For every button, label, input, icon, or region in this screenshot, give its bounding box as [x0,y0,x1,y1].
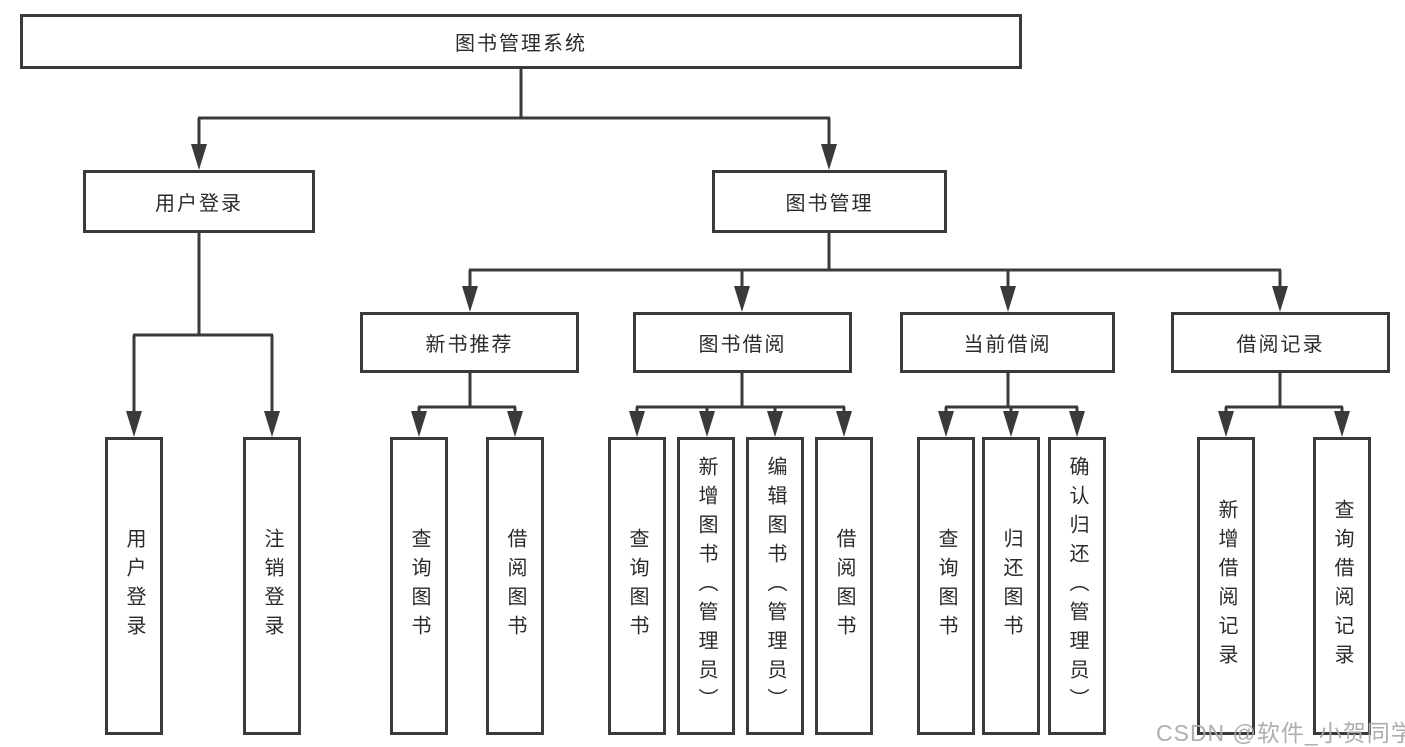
leaf-borrow-books: 借阅图书 [815,437,873,735]
node-borrowing-records-label: 借阅记录 [1236,334,1325,356]
leaf-borrow-books: 借阅图书 [486,437,544,735]
node-new-book-recommend: 新书推荐 [360,312,579,373]
node-user-login-label: 用户登录 [155,193,243,215]
leaf-add-books-admin-label: 新增图书（管理员） [695,455,717,717]
leaf-borrow-books-label: 借阅图书 [504,528,526,644]
leaf-return-books: 归还图书 [982,437,1040,735]
leaf-query-books-label: 查询图书 [626,528,648,644]
leaf-query-books-label: 查询图书 [935,528,957,644]
node-root-label: 图书管理系统 [455,33,587,55]
node-new-book-recommend-label: 新书推荐 [425,334,514,356]
leaf-confirm-return-admin: 确认归还（管理员） [1048,437,1106,735]
leaf-query-books: 查询图书 [390,437,448,735]
node-borrowing-records: 借阅记录 [1171,312,1390,373]
node-book-borrowing: 图书借阅 [633,312,852,373]
leaf-borrow-books-label: 借阅图书 [833,528,855,644]
leaf-query-books: 查询图书 [608,437,666,735]
leaf-return-books-label: 归还图书 [1000,528,1022,644]
leaf-user-login-label: 用户登录 [123,528,145,644]
leaf-query-books: 查询图书 [917,437,975,735]
leaf-add-books-admin: 新增图书（管理员） [677,437,735,735]
watermark: CSDN @软件_小贺同学 [1156,720,1405,746]
leaf-edit-books-admin-label: 编辑图书（管理员） [764,455,786,717]
leaf-query-books-label: 查询图书 [408,528,430,644]
node-current-borrowing-label: 当前借阅 [963,334,1052,356]
leaf-add-borrow-record-label: 新增借阅记录 [1215,499,1237,673]
leaf-user-login: 用户登录 [105,437,163,735]
node-book-borrowing-label: 图书借阅 [698,334,787,356]
node-book-management-label: 图书管理 [785,193,874,215]
leaf-edit-books-admin: 编辑图书（管理员） [746,437,804,735]
leaf-logout-label: 注销登录 [261,528,283,644]
leaf-confirm-return-admin-label: 确认归还（管理员） [1066,455,1088,717]
node-book-management: 图书管理 [712,170,947,233]
leaf-query-borrow-record-label: 查询借阅记录 [1331,499,1353,673]
node-current-borrowing: 当前借阅 [900,312,1115,373]
node-user-login: 用户登录 [83,170,315,233]
node-root-system: 图书管理系统 [20,14,1022,69]
leaf-add-borrow-record: 新增借阅记录 [1197,437,1255,735]
leaf-query-borrow-record: 查询借阅记录 [1313,437,1371,735]
leaf-logout: 注销登录 [243,437,301,735]
